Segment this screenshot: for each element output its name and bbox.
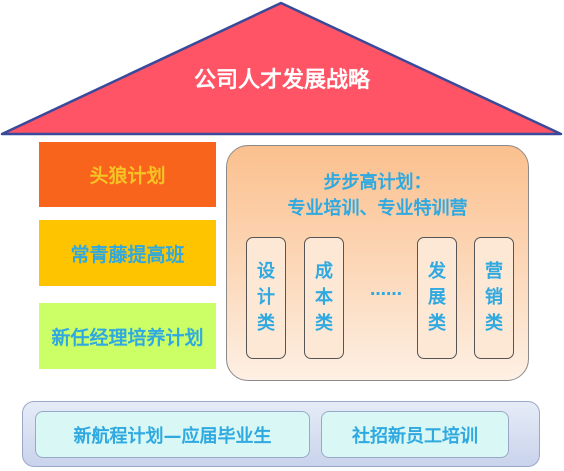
new-voyage-graduates: 新航程计划—应届毕业生 (35, 411, 310, 458)
roof-triangle (0, 1, 563, 136)
category-cost: 成 本 类 (304, 237, 344, 359)
category-char: 销 (485, 287, 503, 308)
category-char: 本 (315, 287, 333, 308)
category-char: 类 (485, 313, 503, 334)
category-char: 营 (485, 261, 503, 282)
panel-title-line1: 步步高计划： (323, 172, 432, 193)
category-char: 设 (257, 261, 275, 282)
ellipsis: …… (370, 280, 402, 299)
category-char: 类 (428, 313, 446, 334)
category-char: 计 (257, 287, 275, 308)
category-char: 成 (315, 261, 333, 282)
ivy-label: 常青藤提高班 (70, 243, 185, 266)
lead-wolf-label: 头狼计划 (89, 165, 166, 187)
panel-title-line2: 专业培训、专业特训营 (287, 198, 468, 219)
new-manager-program: 新任经理培养计划 (39, 303, 216, 369)
ivy-advancement-class: 常青藤提高班 (39, 220, 216, 286)
category-marketing: 营 销 类 (474, 237, 514, 359)
social-recruit-training: 社招新员工培训 (321, 411, 509, 458)
category-development: 发 展 类 (417, 237, 457, 359)
social-recruit-label: 社招新员工培训 (352, 425, 478, 447)
new-manager-label: 新任经理培养计划 (51, 326, 204, 349)
new-voyage-label: 新航程计划—应届毕业生 (73, 425, 272, 447)
category-char: 类 (257, 313, 275, 334)
strategy-title: 公司人才发展战略 (193, 68, 370, 93)
lead-wolf-program: 头狼计划 (39, 142, 216, 207)
category-char: 发 (428, 261, 446, 282)
category-char: 类 (315, 313, 333, 334)
category-design: 设 计 类 (246, 237, 286, 359)
category-char: 展 (428, 287, 446, 308)
